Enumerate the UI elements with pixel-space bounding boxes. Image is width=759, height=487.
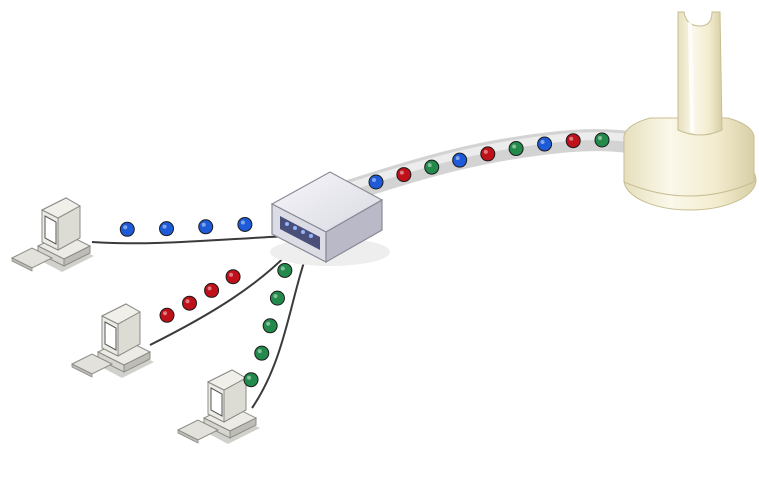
packet-green [508,141,524,157]
monitor-screen [104,321,117,351]
packet-highlight [240,220,245,225]
packet-red [225,269,241,285]
packet-highlight [399,170,404,175]
monitor-screen [44,215,57,245]
monitor-top [100,303,142,325]
computers [10,197,260,444]
packet-blue [159,221,175,237]
packet-blue [198,219,214,235]
packet-green [594,132,610,148]
packet-red [480,146,496,162]
system-unit-side [229,417,257,439]
packet-highlight [162,224,167,229]
packet-green [262,318,278,334]
monitor-screen [210,387,223,417]
multiplexer [270,171,390,266]
packet-green [254,345,270,361]
packet-blue [537,136,553,152]
packet-highlight [512,144,517,149]
packet-highlight [483,149,488,154]
packet-highlight [540,140,545,145]
packet-red [159,307,175,323]
desktop-computer-icon [176,369,260,444]
cable-computer-1 [91,235,289,245]
port-led-2 [293,226,297,230]
packet-highlight [273,294,278,299]
packet-highlight [569,136,574,141]
packet-blue [368,174,384,190]
keyboard-edge [11,257,33,272]
packet-green [277,262,293,278]
packet-highlight [280,266,285,271]
keyboard-edge [71,363,93,378]
monitor-top [40,197,82,219]
packet-blue [237,216,253,232]
packet-red [396,167,412,183]
tower-flare [623,117,755,197]
port-led-4 [309,234,313,238]
packet-highlight [598,136,602,140]
packet-green [424,159,440,175]
port-led-3 [301,230,305,234]
packet-highlight [257,349,262,354]
tower-column [677,11,723,136]
packet-highlight [266,321,271,326]
desktop-computer-icon [70,303,154,378]
port-led-1 [285,222,289,226]
packet-blue [119,221,135,237]
packet-highlight [247,375,252,380]
packet-highlight [229,272,234,277]
packet-highlight [455,156,460,161]
packet-highlight [163,311,168,316]
packet-highlight [185,299,190,304]
packet-green [243,372,259,388]
packet-red [204,282,220,298]
packet-green [269,290,285,306]
system-unit-side [63,245,91,267]
system-unit-side [123,351,151,373]
keyboard-edge [177,429,199,444]
cable-computer-3 [251,249,309,409]
multiplexer-side [325,198,383,264]
packet-highlight [427,163,432,168]
packet-red [565,133,581,149]
signal-tower-icon [623,11,757,211]
packet-highlight [123,225,128,230]
packet-highlight [372,178,376,182]
packet-highlight [207,286,212,291]
desktop-computer-icon [10,197,94,272]
multiplexer-port-panel [280,216,320,250]
packet-highlight [201,222,206,227]
packet-red [181,295,197,311]
packets [119,132,610,388]
tower-highlight [688,21,694,133]
packet-blue [452,152,468,168]
